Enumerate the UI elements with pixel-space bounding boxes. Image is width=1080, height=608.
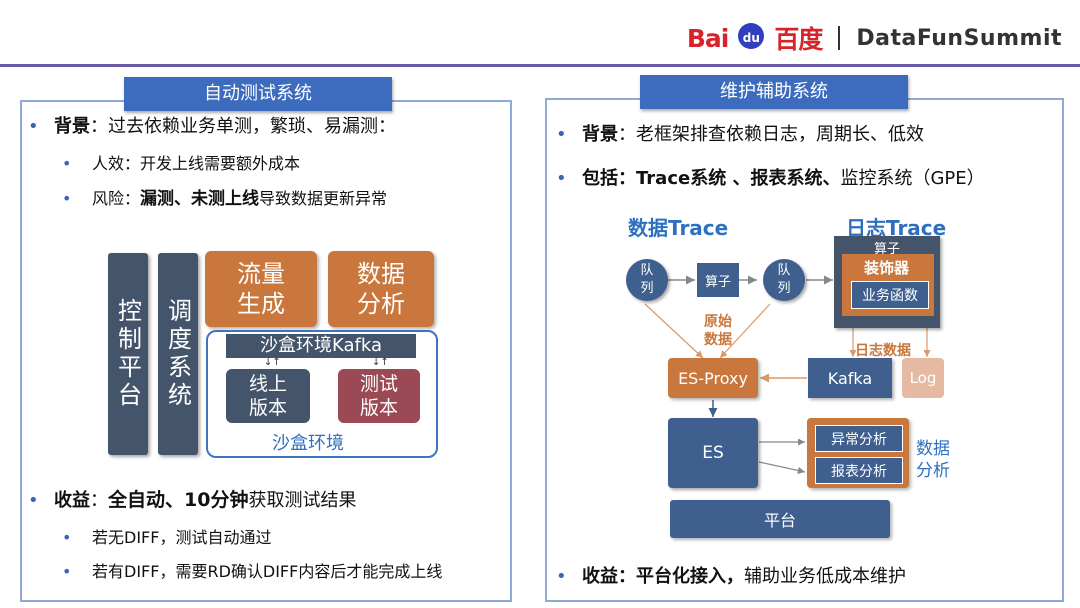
log-box: Log (902, 358, 944, 398)
baidu-cn-text: 百度 (774, 25, 823, 54)
control-platform-box: 控制平台 (108, 253, 148, 455)
queue-node-2: 队列 (763, 259, 805, 301)
brand-name: DataFunSummit (856, 25, 1062, 51)
label: 背景 (54, 116, 90, 137)
operator-box: 算子 (697, 263, 739, 297)
platform-box: 平台 (670, 500, 890, 538)
arrow-icon: ↓↑ (372, 357, 389, 368)
data-analysis-box: 数据分析 (328, 251, 434, 327)
text: 若无DIFF，测试自动通过 (92, 528, 272, 547)
baidu-logo-text: Bai (686, 23, 729, 53)
trace-diagram-arrows (644, 275, 931, 474)
queue-label: 队列 (777, 263, 791, 296)
anomaly-analysis-box: 异常分析 (815, 425, 903, 452)
text: 若有DIFF，需要RD确认DIFF内容后才能完成上线 (92, 562, 443, 581)
left-gain-bullet: •收益：全自动、10分钟获取测试结果 (28, 489, 357, 511)
text: 监控系统（GPE） (840, 168, 985, 189)
es-box: ES (668, 418, 758, 488)
data-analysis-label: 数据分析 (916, 439, 950, 481)
test-version-box: 测试版本 (338, 369, 420, 423)
sandbox-kafka-bar: 沙盒环境Kafka (226, 334, 416, 358)
text: 辅助业务低成本维护 (744, 566, 906, 587)
kafka-box: Kafka (808, 358, 892, 398)
right-includes-bullet: •包括：Trace系统 、报表系统、监控系统（GPE） (556, 168, 985, 189)
raw-data-label: 原始数据 (704, 314, 732, 348)
operator-outer-label: 算子 (874, 242, 901, 257)
text: ： (90, 490, 108, 511)
text: 人效：开发上线需要额外成本 (92, 154, 301, 173)
es-proxy-box: ES-Proxy (668, 358, 758, 398)
text: 导致数据更新异常 (259, 189, 388, 208)
header-rule (0, 64, 1080, 67)
data-trace-title: 数据Trace (628, 216, 729, 240)
label: 收益 (582, 566, 618, 587)
queue-node-1: 队列 (626, 259, 668, 301)
decorator-label: 装饰器 (864, 259, 910, 277)
text: ：过去依赖业务单测，繁琐、易漏测： (90, 116, 396, 137)
log-data-label: 日志数据 (855, 343, 911, 359)
right-gain-bullet: •收益：平台化接入，辅助业务低成本维护 (556, 566, 906, 587)
text: ：老框架排查依赖日志，周期长、低效 (618, 124, 924, 145)
baidu-paw-icon: du (738, 23, 765, 49)
left-gain-sub1: •若无DIFF，测试自动通过 (62, 528, 272, 547)
traffic-gen-label: 流量生成 (237, 260, 285, 318)
header-logo: Bai du 百度 DataFunSummit (687, 20, 1062, 56)
online-version-box: 线上版本 (226, 369, 310, 423)
label: 包括 (582, 168, 618, 189)
left-background-bullet: •背景：过去依赖业务单测，繁琐、易漏测： (28, 116, 396, 137)
test-version-label: 测试版本 (359, 373, 398, 419)
bold: 漏测、未测上线 (140, 189, 260, 209)
data-analysis-label: 数据分析 (357, 260, 405, 318)
right-background-bullet: •背景：老框架排查依赖日志，周期长、低效 (556, 124, 924, 145)
arrow-icon: ↓↑ (264, 357, 281, 368)
bold: ：平台化接入， (618, 566, 744, 587)
queue-label: 队列 (640, 263, 654, 296)
label: 收益 (54, 490, 90, 511)
bold: ：Trace系统 、报表系统、 (618, 168, 841, 189)
traffic-gen-box: 流量生成 (205, 251, 317, 327)
label: 背景 (582, 124, 618, 145)
bold: 全自动、10分钟 (108, 489, 249, 511)
logo-divider (838, 26, 841, 50)
schedule-system-box: 调度系统 (158, 253, 198, 455)
left-gain-sub2: •若有DIFF，需要RD确认DIFF内容后才能完成上线 (62, 562, 443, 581)
online-version-label: 线上版本 (248, 373, 287, 419)
left-panel-title: 自动测试系统 (124, 77, 392, 111)
right-panel-title: 维护辅助系统 (640, 75, 908, 109)
left-sub-risk: •风险：漏测、未测上线导致数据更新异常 (62, 189, 388, 209)
text: 获取测试结果 (248, 490, 357, 511)
report-analysis-box: 报表分析 (815, 457, 903, 484)
sandbox-env-label: 沙盒环境 (272, 433, 344, 454)
right-panel (545, 98, 1064, 602)
text: 风险： (92, 189, 141, 208)
left-sub-efficiency: •人效：开发上线需要额外成本 (62, 154, 301, 173)
biz-func-box: 业务函数 (851, 281, 929, 309)
